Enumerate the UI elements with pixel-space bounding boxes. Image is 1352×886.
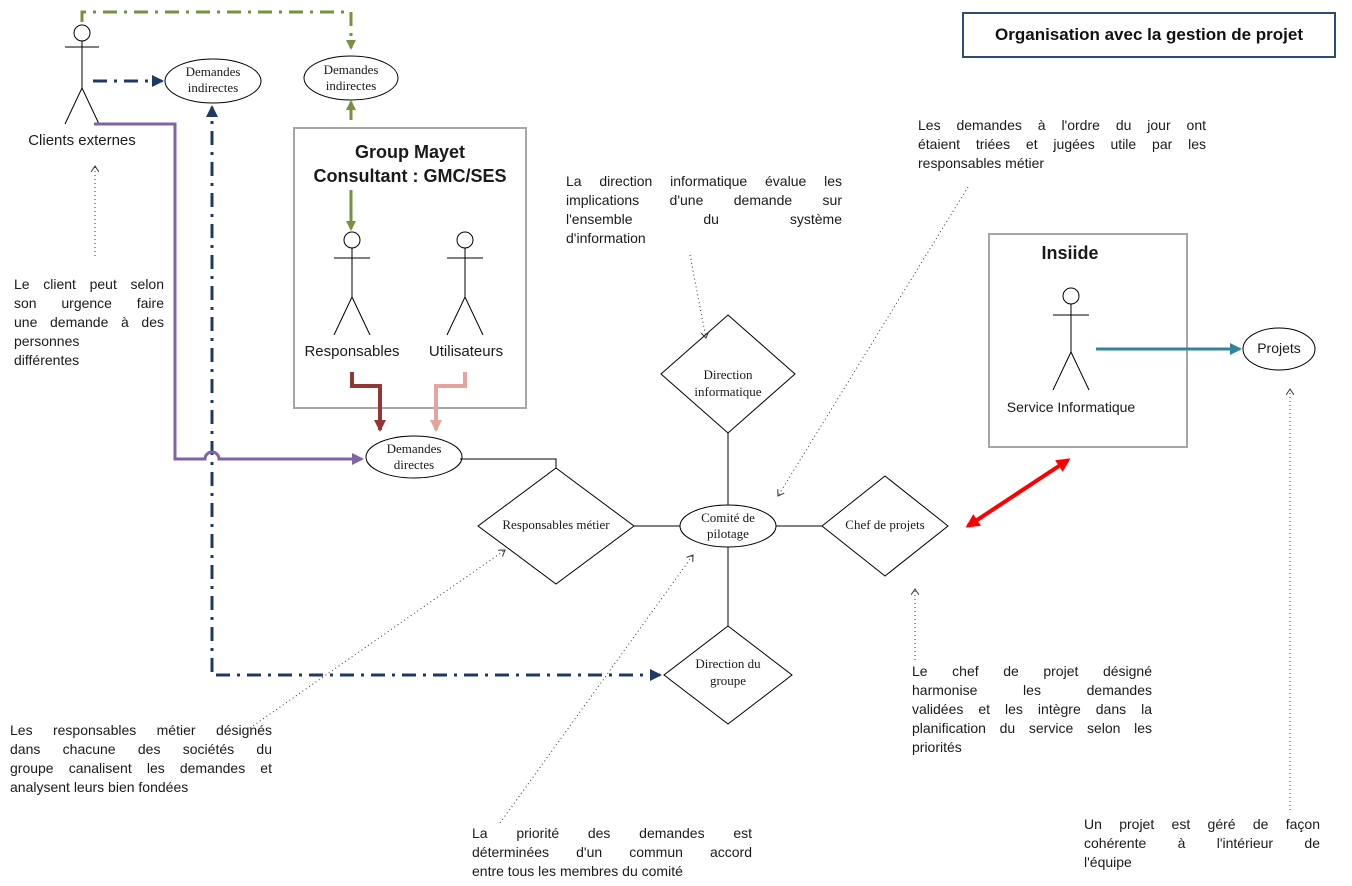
- demandes-indirectes-1-line1: Demandes: [185, 64, 241, 79]
- diamond-direction-informatique: [660, 314, 796, 434]
- note-client-line4: personnes: [14, 333, 80, 349]
- label-projets: Projets: [1257, 340, 1301, 356]
- note-chef-line3: validées et les intègre dans la: [912, 701, 1152, 717]
- demandes-directes-line2: directes: [393, 457, 435, 472]
- note-direction-info-line4: d'information: [566, 230, 646, 246]
- note-demandes-jour-line3: responsables métier: [918, 155, 1045, 171]
- note-demandes-jour-line1: Les demandes à l'ordre du jour ont: [918, 117, 1206, 133]
- ellipse-demandes-indirectes-1: [164, 58, 262, 104]
- label-clients-externes: Clients externes: [28, 132, 136, 149]
- note-client-line5: différentes: [14, 352, 80, 368]
- note-priorite-line2: déterminées d'un commun accord: [472, 844, 752, 860]
- note-resp-metier-line1: Les responsables métier désignés: [10, 722, 272, 738]
- note-projet-line1: Un projet est géré de façon: [1084, 816, 1320, 832]
- note-client-line3: une demande à des: [14, 314, 164, 330]
- note-client-line1: Le client peut selon: [14, 276, 164, 292]
- demandes-indirectes-2-line2: indirectes: [325, 78, 377, 93]
- diamond-direction-groupe: [663, 625, 793, 725]
- label-demandes-directes: Demandes directes: [368, 441, 460, 473]
- note-priorite-line3: entre tous les membres du comité: [472, 863, 683, 879]
- red-double-arrow: [965, 458, 1071, 528]
- darkred-flow: [350, 372, 386, 432]
- actor-responsables: [333, 231, 371, 336]
- comite-connectors: [460, 433, 822, 626]
- actor-utilisateurs: [446, 231, 484, 336]
- green-flow-top: [80, 10, 356, 50]
- note-priorite: La priorité des demandes est déterminées…: [472, 824, 752, 881]
- label-service-informatique: Service Informatique: [1006, 399, 1136, 415]
- purple-flow-client-directes: [94, 122, 364, 465]
- ellipse-projets: [1242, 327, 1316, 371]
- gmc-frame: [293, 127, 527, 409]
- note-client-line2: son urgence faire: [14, 295, 164, 311]
- label-responsables-metier: Responsables métier: [502, 517, 610, 532]
- label-direction-groupe: Direction du groupe: [670, 655, 786, 689]
- demandes-directes-line1: Demandes: [386, 441, 442, 456]
- note-resp-metier-line2: dans chacune des sociétés du: [10, 741, 272, 757]
- note-client: Le client peut selon son urgence faire u…: [14, 275, 164, 370]
- actor-clients-externes: [64, 24, 100, 125]
- actor-service-informatique: [1052, 287, 1090, 391]
- note-projet-line3: l'équipe: [1084, 854, 1132, 870]
- demandes-indirectes-2-line1: Demandes: [323, 62, 379, 77]
- annotation-connectors: [95, 166, 1290, 824]
- ellipse-demandes-directes: [365, 435, 463, 479]
- direction-info-line1: Direction: [703, 367, 753, 382]
- note-projet-line2: cohérente à l'intérieur de: [1084, 835, 1320, 851]
- label-direction-informatique: Direction informatique: [670, 366, 786, 400]
- note-resp-metier-line4: analysent leurs bien fondées: [10, 779, 189, 795]
- direction-groupe-line2: groupe: [709, 673, 747, 688]
- comite-line2: pilotage: [707, 526, 749, 541]
- comite-line1: Comité de: [701, 510, 755, 525]
- gmc-title: Group Mayet Consultant : GMC/SES: [296, 140, 524, 188]
- label-responsables: Responsables: [304, 343, 400, 360]
- label-demandes-indirectes-2: Demandes indirectes: [305, 62, 397, 94]
- note-responsables-metier: Les responsables métier désignés dans ch…: [10, 721, 272, 797]
- note-resp-metier-line3: groupe canalisent les demandes et: [10, 760, 272, 776]
- diamond-responsables-metier: [477, 467, 635, 585]
- gmc-title-line1: Group Mayet: [354, 142, 465, 162]
- note-projet: Un projet est géré de façon cohérente à …: [1084, 815, 1320, 872]
- gmc-title-line2: Consultant : GMC/SES: [313, 166, 507, 186]
- note-direction-info: La direction informatique évalue les imp…: [566, 172, 842, 248]
- insiide-frame: [988, 233, 1188, 448]
- note-demandes-jour-line2: étaient triées et jugées utile par les: [918, 136, 1206, 152]
- note-chef: Le chef de projet désigné harmonise les …: [912, 662, 1152, 757]
- note-chef-line5: priorités: [912, 739, 962, 755]
- label-chef-projets: Chef de projets: [845, 517, 925, 532]
- label-comite-pilotage: Comité de pilotage: [682, 510, 774, 542]
- direction-groupe-line1: Direction du: [695, 656, 761, 671]
- diamond-chef-projets: [821, 475, 949, 577]
- demandes-indirectes-1-line2: indirectes: [187, 80, 239, 95]
- direction-info-line2: informatique: [694, 384, 762, 399]
- note-priorite-line1: La priorité des demandes est: [472, 825, 752, 841]
- note-direction-info-line1: La direction informatique évalue les: [566, 173, 842, 189]
- label-utilisateurs: Utilisateurs: [428, 343, 504, 360]
- note-chef-line1: Le chef de projet désigné: [912, 663, 1152, 679]
- label-demandes-indirectes-1: Demandes indirectes: [167, 64, 259, 96]
- note-direction-info-line2: implications d'une demande sur: [566, 192, 842, 208]
- note-chef-line2: harmonise les demandes: [912, 682, 1152, 698]
- note-chef-line4: planification du service selon les: [912, 720, 1152, 736]
- page-title: Organisation avec la gestion de projet: [962, 12, 1336, 58]
- note-direction-info-line3: l'ensemble du système: [566, 211, 842, 227]
- salmon-flow: [430, 372, 467, 432]
- insiide-title: Insiide: [1041, 243, 1099, 263]
- note-demandes-jour: Les demandes à l'ordre du jour ont étaie…: [918, 116, 1206, 173]
